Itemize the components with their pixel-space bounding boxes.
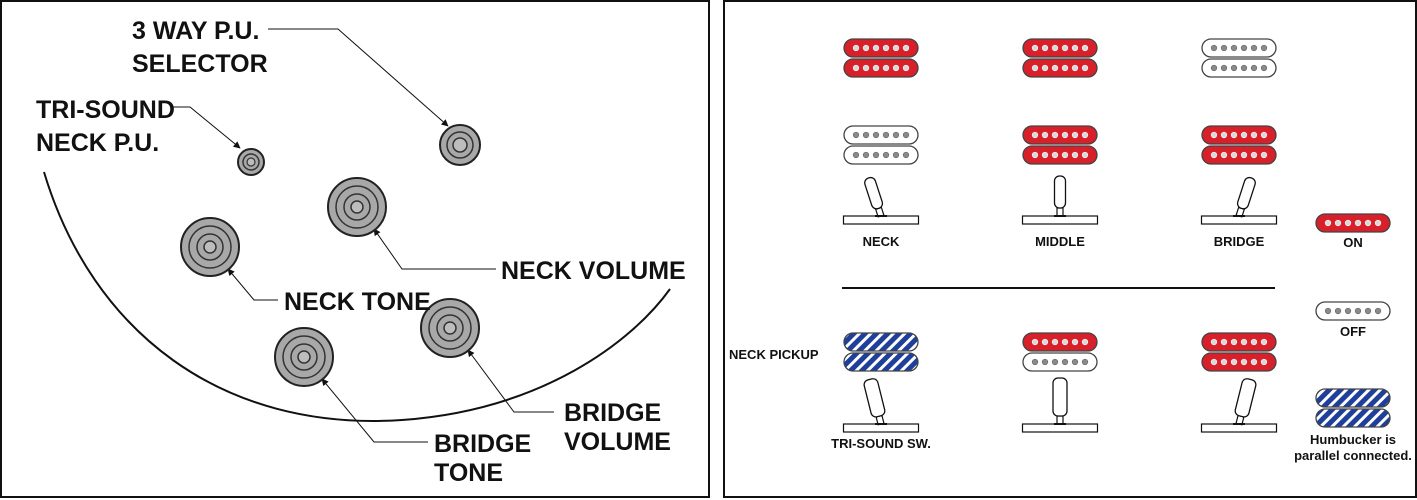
bridge-tone-leader-line bbox=[321, 378, 428, 443]
trisound-middle-pickup-coil-bottom bbox=[1022, 352, 1098, 372]
trisound-parallel-pickup-coil-top bbox=[843, 332, 919, 352]
position-label-bridge: BRIDGE bbox=[1214, 234, 1265, 249]
neck-tone-knob bbox=[180, 217, 240, 277]
neck-tone-label: NECK TONE bbox=[284, 288, 431, 316]
trisound-parallel-pickup-coil-bottom bbox=[843, 352, 919, 372]
legend-on-label: ON bbox=[1343, 235, 1363, 250]
bridge-volume-label-line2: VOLUME bbox=[564, 428, 671, 456]
neck-volume-knob bbox=[327, 177, 387, 237]
neck-position-neck-pickup-coil-bottom bbox=[843, 58, 919, 78]
bridge-tone-knob bbox=[274, 327, 334, 387]
neck-pickup-label: NECK PICKUP bbox=[729, 347, 819, 362]
position-label-neck: NECK bbox=[863, 234, 900, 249]
selector-label-line2: SELECTOR bbox=[132, 50, 268, 78]
switches-layer bbox=[842, 175, 1278, 433]
wiring-chart: NECK MIDDLE BRIDGE NECK PICKUP TRI-SOUND… bbox=[729, 38, 1412, 463]
wiring-chart-panel: NECK MIDDLE BRIDGE NECK PICKUP TRI-SOUND… bbox=[723, 0, 1417, 498]
controls-layout-panel: 3 WAY P.U. SELECTOR TRI-SOUND NECK P.U. … bbox=[0, 0, 710, 498]
bridge-position-switch bbox=[1200, 176, 1278, 225]
bridge-volume-label-line1: BRIDGE bbox=[564, 399, 661, 427]
legend-parallel-pickup-coil-top bbox=[1315, 388, 1391, 408]
middle-position-bridge-pickup-coil-top bbox=[1022, 125, 1098, 145]
bridge-position-neck-pickup-coil-top bbox=[1201, 38, 1277, 58]
neck-position-bridge-pickup bbox=[843, 125, 919, 165]
bridge-position-neck-pickup bbox=[1201, 38, 1277, 78]
middle-position-neck-pickup-coil-top bbox=[1022, 38, 1098, 58]
legend-parallel-pickup-coil-bottom bbox=[1315, 408, 1391, 428]
middle-position-switch bbox=[1021, 175, 1099, 225]
bridge-volume-knob bbox=[420, 298, 480, 358]
bridge-tone-label-line1: BRIDGE bbox=[434, 430, 531, 458]
legend-parallel-label-line1: Humbucker is bbox=[1310, 432, 1396, 447]
trisound-parallel-pickup bbox=[843, 332, 919, 372]
bridge-volume-leader-line bbox=[467, 349, 554, 413]
middle-position-bridge-pickup bbox=[1022, 125, 1098, 165]
neck-position-neck-pickup bbox=[843, 38, 919, 78]
neck-tone-leader-line bbox=[227, 268, 278, 301]
trisound-label-line2: NECK P.U. bbox=[36, 129, 159, 157]
pickups-layer bbox=[843, 38, 1391, 428]
trisound-switch-bridge bbox=[1200, 378, 1278, 433]
selector-knob bbox=[439, 124, 481, 166]
neck-volume-leader-line bbox=[373, 228, 496, 270]
middle-position-neck-pickup bbox=[1022, 38, 1098, 78]
neck-position-neck-pickup-coil-top bbox=[843, 38, 919, 58]
neck-volume-label: NECK VOLUME bbox=[501, 257, 686, 285]
bridge-position-neck-pickup-coil-bottom bbox=[1201, 58, 1277, 78]
trisound-bridge-pickup-coil-bottom bbox=[1201, 352, 1277, 372]
position-label-middle: MIDDLE bbox=[1035, 234, 1085, 249]
trisound-switch-knob bbox=[237, 148, 265, 176]
trisound-middle-pickup-coil-top bbox=[1022, 332, 1098, 352]
trisound-switch-middle bbox=[1021, 377, 1099, 433]
legend-off-label: OFF bbox=[1340, 324, 1366, 339]
bridge-tone-label-line2: TONE bbox=[434, 459, 503, 487]
guitar-body-outline bbox=[43, 171, 671, 422]
trisound-middle-pickup bbox=[1022, 332, 1098, 372]
bridge-position-bridge-pickup-coil-bottom bbox=[1201, 145, 1277, 165]
trisound-switch-label: TRI-SOUND SW. bbox=[831, 436, 931, 451]
selector-label-line1: 3 WAY P.U. bbox=[132, 17, 259, 45]
neck-position-bridge-pickup-coil-top bbox=[843, 125, 919, 145]
legend-parallel-label-line2: parallel connected. bbox=[1294, 448, 1412, 463]
legend-off-coil bbox=[1315, 301, 1391, 321]
neck-position-bridge-pickup-coil-bottom bbox=[843, 145, 919, 165]
trisound-label-line1: TRI-SOUND bbox=[36, 96, 175, 124]
trisound-bridge-pickup-coil-top bbox=[1201, 332, 1277, 352]
legend-parallel-pickup bbox=[1315, 388, 1391, 428]
bridge-position-bridge-pickup bbox=[1201, 125, 1277, 165]
bridge-position-bridge-pickup-coil-top bbox=[1201, 125, 1277, 145]
trisound-leader-line bbox=[172, 106, 241, 149]
neck-position-switch bbox=[842, 176, 920, 225]
middle-position-neck-pickup-coil-bottom bbox=[1022, 58, 1098, 78]
legend-on-coil bbox=[1315, 213, 1391, 233]
controls-diagram: 3 WAY P.U. SELECTOR TRI-SOUND NECK P.U. … bbox=[36, 17, 686, 487]
trisound-bridge-pickup bbox=[1201, 332, 1277, 372]
selector-leader-line bbox=[268, 28, 449, 127]
middle-position-bridge-pickup-coil-bottom bbox=[1022, 145, 1098, 165]
trisound-switch-neck bbox=[842, 378, 920, 433]
